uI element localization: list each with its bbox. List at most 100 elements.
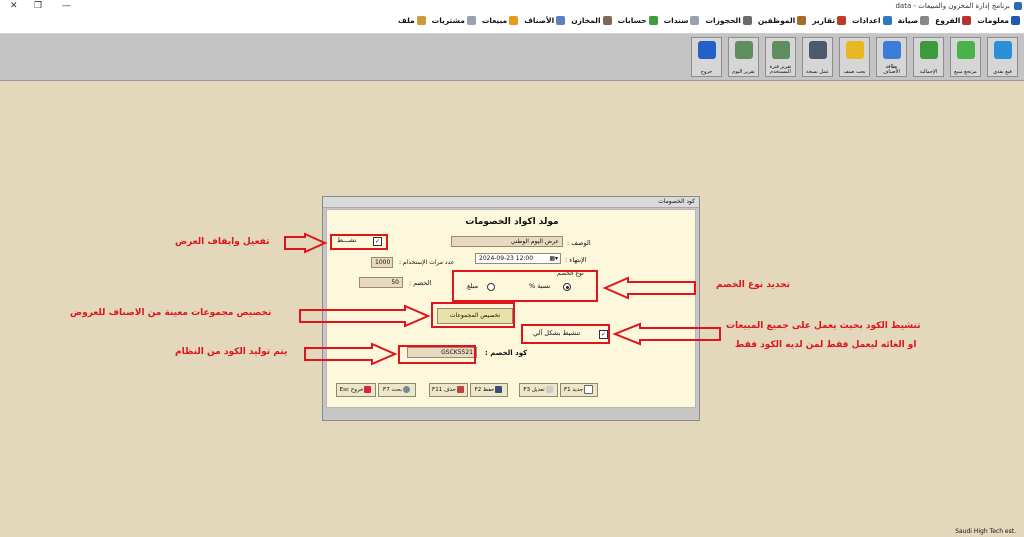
- note-auto-line2: او الغائه ليعمل فقط لمن لديه الكود فقط: [735, 340, 917, 350]
- toolbar-button-8[interactable]: خروج: [691, 37, 722, 77]
- radio-selected-icon: [563, 283, 571, 291]
- discount-value-input[interactable]: 50: [359, 277, 403, 288]
- calendar-dropdown-icon[interactable]: ▦▾: [549, 255, 558, 262]
- menu-item-label: الحجوزات: [705, 16, 741, 25]
- amount-radio[interactable]: مبلغ: [465, 282, 495, 292]
- toolbar-button-label: بحث صنف: [843, 69, 866, 75]
- description-input[interactable]: عرض اليوم الوطني: [451, 236, 563, 247]
- dialog-heading: مولد اكواد الخصومات: [465, 217, 559, 227]
- menu-item-label: المخازن: [571, 16, 601, 25]
- save-icon: [495, 386, 503, 393]
- highlight-auto-activate-box: [521, 324, 610, 344]
- menu-item-13[interactable]: معلومات: [977, 16, 1020, 25]
- toolbar-button-7[interactable]: تقرير اليوم: [728, 37, 759, 77]
- new-button[interactable]: جديد F1: [560, 383, 598, 397]
- menu-item-label: معلومات: [977, 16, 1009, 25]
- menu-item-0[interactable]: ملف: [398, 16, 426, 25]
- bookings-icon: [742, 16, 752, 25]
- menu-item-8[interactable]: الموظفين: [757, 16, 807, 25]
- search-icon: [402, 386, 410, 393]
- auto-activate-checkbox[interactable]: ✓ تنشيط بشكل آلي: [531, 329, 611, 340]
- menu-item-11[interactable]: صيانة: [898, 16, 930, 25]
- discount-code-field: GSCK5521: [407, 347, 477, 358]
- usage-count-label: عدد مرات الإستخدام :: [399, 259, 455, 266]
- percent-radio[interactable]: نسبة %: [527, 282, 571, 292]
- save-button[interactable]: حفظ F2: [470, 383, 508, 397]
- exit-lock-icon: [698, 41, 716, 59]
- menu-item-5[interactable]: حسابات: [618, 16, 658, 25]
- toolbar-button-0[interactable]: فيع نقدي: [987, 37, 1018, 77]
- menu-bar: ملف مشتريات مبيعات الأصناف المخازن حسابات سندا…: [0, 12, 1024, 34]
- edit-button[interactable]: تعديل F3: [519, 383, 558, 397]
- warehouse-icon: [602, 16, 612, 25]
- minimize-window-button[interactable]: —: [62, 1, 71, 11]
- backup-icon: [809, 41, 827, 59]
- end-date-picker[interactable]: 2024-09-23 12:00 ▦▾: [475, 253, 561, 264]
- note-auto-line1: تنشيط الكود بحيث يعمل على جميع المبيعات: [726, 321, 921, 331]
- arrow-discount-type: [602, 276, 696, 300]
- app-icon: [1014, 2, 1022, 10]
- menu-item-2[interactable]: مبيعات: [482, 16, 519, 25]
- menu-item-label: حسابات: [617, 16, 647, 25]
- assign-groups-button[interactable]: تخصيص المجموعات: [437, 308, 513, 324]
- branches-icon: [962, 16, 972, 25]
- radio-unselected-icon: [487, 283, 495, 291]
- toolbar-button-5[interactable]: عمل نسخة: [802, 37, 833, 77]
- menu-item-label: الفروع: [935, 16, 961, 25]
- menu-item-7[interactable]: الحجوزات: [705, 16, 752, 25]
- delete-icon: [456, 386, 464, 393]
- note-activate-offer: تفعيل وايقاف العرض: [175, 237, 270, 247]
- vouchers-icon: [690, 16, 700, 25]
- search-button[interactable]: بحث F7: [378, 383, 416, 397]
- menu-item-6[interactable]: سندات: [664, 16, 700, 25]
- restore-window-button[interactable]: ❐: [34, 1, 43, 11]
- items-card-icon: [883, 41, 901, 59]
- discount-value-label: الخصم :: [409, 279, 432, 287]
- toolbar-button-label: بطاقة الأصناف: [883, 64, 900, 75]
- close-window-button[interactable]: ✕: [10, 1, 18, 11]
- active-checkbox[interactable]: ✓ نشـــط: [335, 236, 390, 247]
- toolbar-button-6[interactable]: تقرير فترة المستخدم: [765, 37, 796, 77]
- usage-count-input[interactable]: 1000: [371, 257, 393, 268]
- items-icon: [556, 16, 566, 25]
- highlight-discount-type-box: [452, 270, 598, 302]
- delete-button[interactable]: حذف F11: [429, 383, 468, 397]
- note-code-gen: يتم توليد الكود من النظام: [175, 347, 288, 357]
- toolbar-button-2[interactable]: الإجمالية: [913, 37, 944, 77]
- employees-icon: [797, 16, 807, 25]
- discount-codes-dialog: كود الخصومات مولد اكواد الخصومات ✓ نشـــ…: [322, 196, 700, 421]
- menu-item-10[interactable]: اعدادات: [852, 16, 892, 25]
- user-period-report-icon: [772, 41, 790, 59]
- delete-button-label: حذف F11: [432, 387, 456, 393]
- discount-code-label: كود الخصم :: [485, 349, 528, 357]
- toolbar-button-3[interactable]: بطاقة الأصناف: [876, 37, 907, 77]
- window-title: برنامج إدارة المخزون والمبيعات - data: [895, 2, 1010, 10]
- toolbar-button-label: فيع نقدي: [993, 69, 1012, 75]
- edit-button-label: تعديل F3: [523, 387, 545, 393]
- end-date-value: 2024-09-23 12:00: [479, 255, 534, 262]
- menu-item-3[interactable]: الأصناف: [524, 16, 566, 25]
- toolbar-button-1[interactable]: مرتجع مبيع: [950, 37, 981, 77]
- toolbar-button-4[interactable]: بحث صنف: [839, 37, 870, 77]
- reports-icon: [837, 16, 847, 25]
- menu-item-9[interactable]: تقارير: [812, 16, 847, 25]
- file-icon: [416, 16, 426, 25]
- menu-item-label: الموظفين: [757, 16, 796, 25]
- item-search-icon: [846, 41, 864, 59]
- end-date-label: الإنتهاء :: [565, 256, 587, 264]
- check-icon: ✓: [373, 237, 382, 246]
- highlight-groups-box: [431, 302, 515, 328]
- exit-button[interactable]: خروج Esc: [336, 383, 376, 397]
- info-icon: [1011, 16, 1020, 25]
- percent-label: نسبة %: [529, 282, 551, 290]
- discount-type-label: نوع الخصم: [557, 270, 584, 277]
- menu-item-4[interactable]: المخازن: [571, 16, 612, 25]
- toolbar-button-label: خروج: [700, 69, 713, 75]
- toolbar-button-label: عمل نسخة: [805, 69, 829, 75]
- menu-item-label: الأصناف: [524, 16, 555, 25]
- totals-icon: [920, 41, 938, 59]
- menu-item-12[interactable]: الفروع: [935, 16, 972, 25]
- menu-item-1[interactable]: مشتريات: [432, 16, 476, 25]
